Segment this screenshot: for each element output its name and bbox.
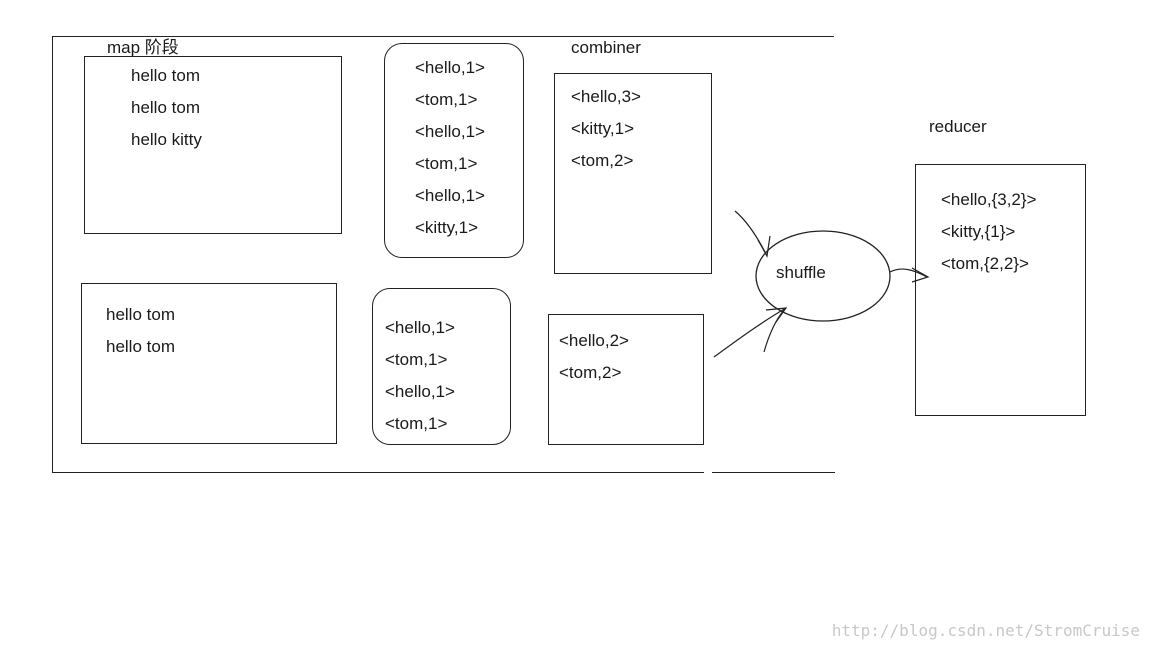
map-output-line: <kitty,1> <box>415 218 478 237</box>
arrowhead-1 <box>757 235 771 258</box>
map-output-box-1: <hello,1> <tom,1> <hello,1> <tom,1> <hel… <box>384 43 524 258</box>
combiner-list-2: <hello,2> <tom,2> <box>559 331 629 395</box>
reducer-box: <hello,{3,2}> <kitty,{1}> <tom,{2,2}> <box>915 164 1086 416</box>
combiner-line: <hello,2> <box>559 331 629 350</box>
map-input-box-2: hello tom hello tom <box>81 283 337 444</box>
arrow-shuffle-to-reducer <box>889 268 928 278</box>
map-output-line: <tom,1> <box>385 350 448 369</box>
map-input-line: hello tom <box>106 337 175 356</box>
map-output-line: <hello,1> <box>415 58 485 77</box>
map-output-list-2: <hello,1> <tom,1> <hello,1> <tom,1> <box>385 318 455 446</box>
reducer-stage-label: reducer <box>929 117 987 136</box>
frame-bottom-line-right <box>712 472 835 473</box>
map-output-list-1: <hello,1> <tom,1> <hello,1> <tom,1> <hel… <box>415 58 485 250</box>
map-input-line: hello tom <box>131 66 200 85</box>
map-output-line: <tom,1> <box>385 414 448 433</box>
map-input-line: hello tom <box>131 98 200 117</box>
map-input-line: hello kitty <box>131 130 202 149</box>
map-input-list-2: hello tom hello tom <box>106 305 175 369</box>
map-input-line: hello tom <box>106 305 175 324</box>
reducer-line: <kitty,{1}> <box>941 222 1016 241</box>
combiner-box-2: <hello,2> <tom,2> <box>548 314 704 445</box>
map-output-line: <tom,1> <box>415 90 478 109</box>
arrow-combiner2-to-shuffle <box>713 307 787 358</box>
arrow-combiner2-to-shuffle-b <box>763 309 785 353</box>
reducer-list: <hello,{3,2}> <kitty,{1}> <tom,{2,2}> <box>941 190 1036 286</box>
arrowhead-3 <box>911 267 930 283</box>
map-output-line: <hello,1> <box>385 318 455 337</box>
map-output-line: <tom,1> <box>415 154 478 173</box>
frame-left-line <box>52 36 53 473</box>
combiner-line: <kitty,1> <box>571 119 634 138</box>
map-output-line: <hello,1> <box>415 186 485 205</box>
shuffle-ellipse <box>755 230 891 322</box>
frame-bottom-line-left <box>52 472 704 473</box>
arrow-combiner1-to-shuffle <box>734 210 768 257</box>
arrowhead-2 <box>765 307 788 323</box>
combiner-box-1: <hello,3> <kitty,1> <tom,2> <box>554 73 712 274</box>
shuffle-label: shuffle <box>776 263 826 282</box>
map-output-line: <hello,1> <box>385 382 455 401</box>
combiner-line: <tom,2> <box>571 151 634 170</box>
reducer-line: <tom,{2,2}> <box>941 254 1029 273</box>
map-input-box-1: hello tom hello tom hello kitty <box>84 56 342 234</box>
map-output-box-2: <hello,1> <tom,1> <hello,1> <tom,1> <box>372 288 511 445</box>
watermark: http://blog.csdn.net/StromCruise <box>831 621 1140 640</box>
frame-top-line <box>52 36 834 37</box>
combiner-line: <tom,2> <box>559 363 622 382</box>
map-output-line: <hello,1> <box>415 122 485 141</box>
combiner-line: <hello,3> <box>571 87 641 106</box>
combiner-list-1: <hello,3> <kitty,1> <tom,2> <box>571 87 641 183</box>
map-input-list-1: hello tom hello tom hello kitty <box>131 66 202 162</box>
map-stage-label: map 阶段 <box>107 38 179 57</box>
reducer-line: <hello,{3,2}> <box>941 190 1037 209</box>
combiner-stage-label: combiner <box>571 38 641 57</box>
